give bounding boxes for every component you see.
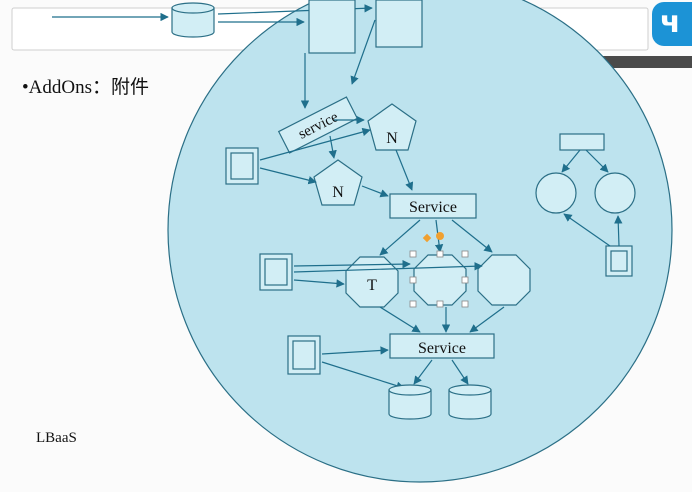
arrow-t-to-service [379, 306, 421, 333]
arrow-client-to-right-circle [614, 215, 623, 247]
right-cluster-box [559, 133, 605, 151]
arrow-n-bottom-to-service [361, 185, 389, 198]
arrow-cluster-to-left [561, 149, 581, 173]
top-box-2 [375, 0, 423, 48]
right-cluster-circle-left [535, 172, 577, 214]
octagon-right [477, 254, 531, 306]
arrow-client1-to-n-bottom [259, 167, 317, 185]
arrow-client2-to-t [293, 279, 345, 288]
service-upper-label: Service [409, 199, 457, 216]
arrow-client-to-left-circle [563, 213, 611, 247]
adjust-handle[interactable] [422, 233, 432, 243]
database-right-icon [448, 384, 492, 420]
bullet-addons: •AddOns：附件 [22, 77, 149, 98]
service-upper-box: Service [389, 193, 477, 219]
client-square-2 [259, 253, 293, 291]
service-lower-box: Service [389, 333, 495, 359]
node-t-label: T [367, 277, 377, 294]
rotate-handle[interactable] [436, 232, 444, 240]
selection-handles[interactable] [409, 232, 469, 308]
client-square-3 [287, 335, 321, 375]
client-square-1 [225, 147, 259, 185]
node-n-top-label: N [386, 130, 398, 147]
service-lower-label: Service [418, 340, 466, 357]
octagon-middle [413, 254, 467, 306]
top-database-icon [171, 2, 215, 38]
arrow-service-to-right [451, 219, 493, 253]
arrow-client2-to-middle [293, 259, 411, 269]
arrow-service-to-db-right [451, 359, 469, 385]
arrow-service-to-n-bottom [328, 135, 337, 159]
arrow-client3-to-service [321, 346, 389, 355]
arrow-client3-to-db [321, 361, 405, 390]
database-left-icon [388, 384, 432, 420]
right-client-square [605, 245, 633, 277]
dark-bar [590, 56, 692, 68]
node-n-top: N [367, 103, 417, 151]
node-n-bottom: N [313, 159, 363, 206]
arrow-client2-to-right [293, 262, 483, 273]
arrow-box2-to-service [350, 19, 376, 85]
right-cluster-circle-right [594, 172, 636, 214]
node-n-bottom-label: N [332, 184, 344, 201]
arrow-client1-to-n-top [259, 127, 371, 161]
arrow-right-to-service [469, 306, 505, 333]
arrow-n-top-to-service [395, 149, 414, 191]
lbaas-label: LBaaS [36, 430, 77, 446]
arrow-cluster-to-right [585, 149, 609, 173]
top-box-1 [308, 0, 356, 54]
app-logo-icon: ч [652, 2, 692, 46]
arrow-service-to-db-left [413, 359, 433, 385]
arrow-service-to-t [379, 219, 421, 256]
